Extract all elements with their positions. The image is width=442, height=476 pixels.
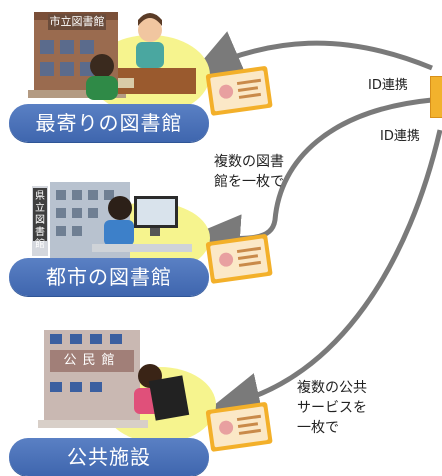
city-library-sign: 県立図書館 bbox=[33, 188, 47, 250]
libraries-one-card-note: 複数の図書 館を一枚で bbox=[214, 152, 284, 192]
services-note-line-3: 一枚で bbox=[297, 420, 339, 436]
arrow-to-public-facility bbox=[210, 129, 442, 422]
public-facility-label: 公共施設 bbox=[9, 438, 209, 476]
services-note-line-2: サービスを bbox=[297, 400, 367, 416]
arrow-to-nearest-library bbox=[191, 31, 433, 78]
id-link-label-1: ID連携 bbox=[368, 78, 408, 93]
city-library-sign-text: 県立図書館 bbox=[35, 191, 45, 250]
services-note-line-1: 複数の公共 bbox=[297, 380, 367, 396]
public-facility-sign: 公民館 bbox=[50, 350, 134, 372]
city-library-label: 都市の図書館 bbox=[9, 258, 209, 296]
id-hub-edge bbox=[430, 76, 442, 118]
nearest-library-sign: 市立図書館 bbox=[48, 14, 106, 30]
id-card-middle bbox=[205, 234, 273, 284]
id-card-top bbox=[205, 66, 273, 116]
id-link-label-2: ID連携 bbox=[380, 129, 420, 144]
nearest-library-illustration bbox=[28, 12, 210, 115]
libraries-note-line-2: 館を一枚で bbox=[214, 174, 284, 190]
public-facility-illustration bbox=[38, 330, 216, 443]
services-one-card-note: 複数の公共 サービスを 一枚で bbox=[297, 378, 367, 438]
nearest-library-label: 最寄りの図書館 bbox=[9, 104, 209, 142]
libraries-note-line-1: 複数の図書 bbox=[214, 154, 284, 170]
id-card-bottom bbox=[205, 402, 273, 452]
